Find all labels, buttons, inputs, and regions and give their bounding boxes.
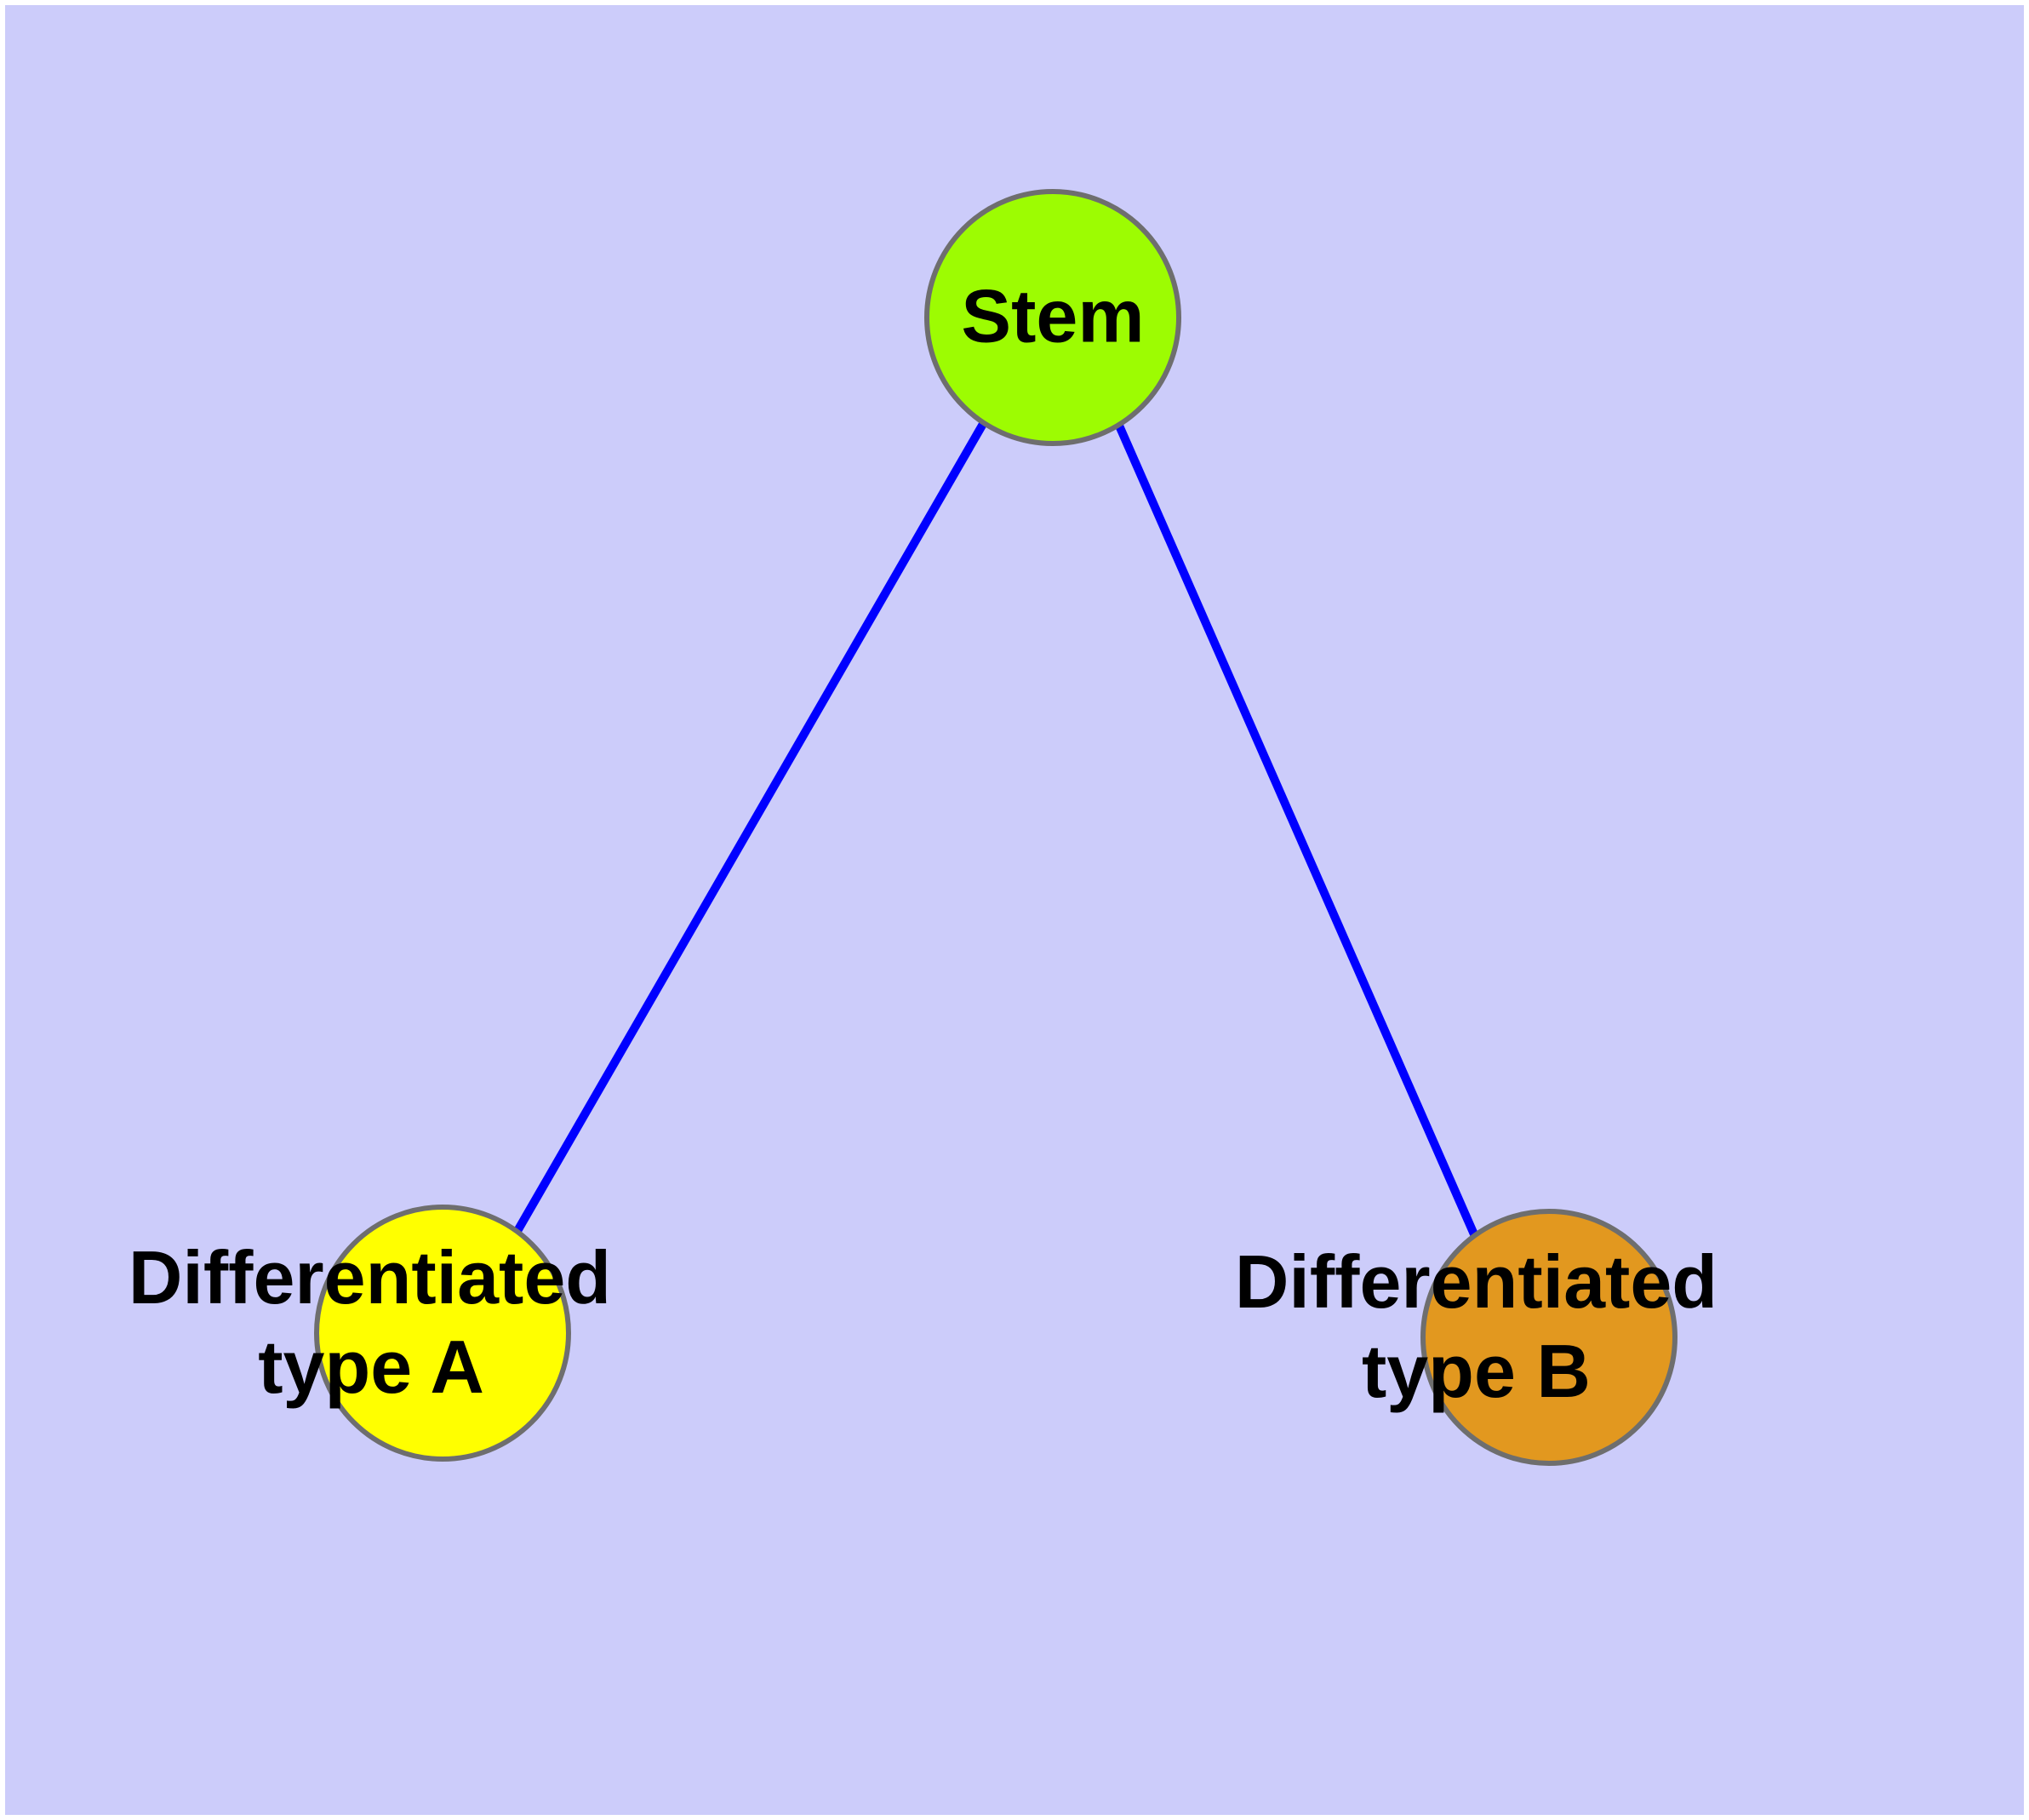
node-label-stem: Stem bbox=[961, 273, 1144, 358]
node-label-group: Stem Differentiated type A Differentiate… bbox=[129, 273, 1863, 1413]
node-label-differentiated-type-b: Differentiated bbox=[1235, 1239, 1863, 1324]
node-stem[interactable] bbox=[924, 189, 1181, 446]
node-label-line-b-1: Differentiated bbox=[1235, 1239, 1718, 1324]
edge-group bbox=[513, 421, 1478, 1237]
node-label-differentiated-type-a-line2: type A bbox=[258, 1325, 627, 1409]
node-circle-differentiated-type-b[interactable] bbox=[1420, 1209, 1677, 1466]
node-label-differentiated-type-a: Differentiated bbox=[129, 1235, 757, 1319]
node-label-line-b-2: type B bbox=[1362, 1329, 1591, 1413]
node-label-line-a-2: type A bbox=[258, 1325, 483, 1409]
edge-stem-to-differentiated-type-a bbox=[513, 421, 987, 1233]
node-differentiated-type-a[interactable] bbox=[314, 1205, 571, 1462]
node-differentiated-type-b[interactable] bbox=[1420, 1209, 1677, 1466]
node-circle-stem[interactable] bbox=[924, 189, 1181, 446]
node-circle-differentiated-type-a[interactable] bbox=[314, 1205, 571, 1462]
node-label-line-a-1: Differentiated bbox=[129, 1235, 611, 1319]
node-label-differentiated-type-b-line2: type B bbox=[1362, 1329, 1736, 1413]
edge-stem-to-differentiated-type-b bbox=[1115, 423, 1478, 1237]
